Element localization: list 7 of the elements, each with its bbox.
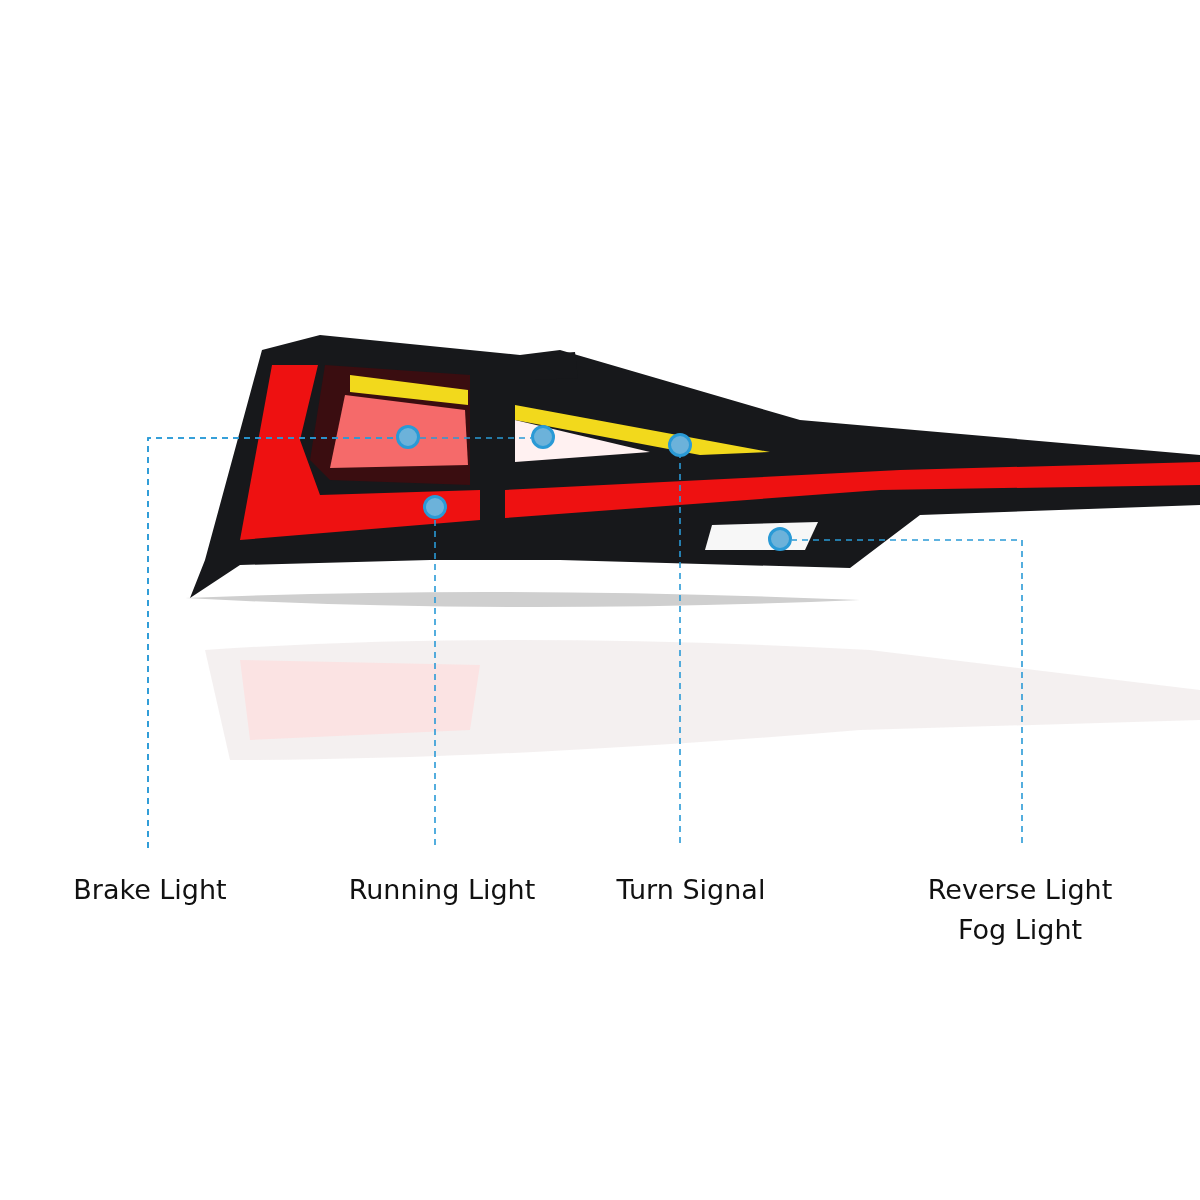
callout-label: Running Light xyxy=(348,873,536,907)
leader-line xyxy=(434,518,436,846)
leader-line xyxy=(791,539,1023,844)
callout-label: Brake Light xyxy=(73,873,227,907)
callout-label: Turn Signal xyxy=(616,873,766,907)
callout-label: Reverse Light xyxy=(927,873,1113,907)
callout-label: Fog Light xyxy=(956,913,1084,947)
